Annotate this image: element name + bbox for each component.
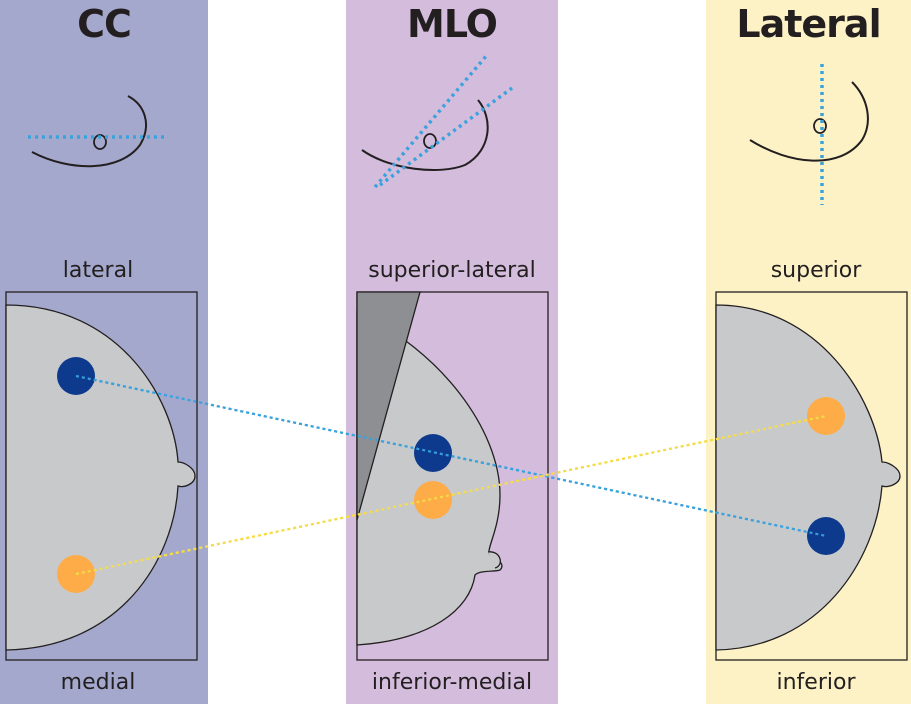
mlo-nipple-icon: [423, 133, 437, 149]
lateral-breast-pictogram: [749, 64, 869, 205]
cc-mammogram: [5, 291, 198, 661]
mlo-pectoral-muscle: [356, 291, 421, 521]
mlo-top-label: superior-lateral: [368, 258, 536, 283]
lateral-title: Lateral: [736, 2, 881, 46]
cc-breast-pictogram: [28, 95, 165, 168]
cc-title: CC: [77, 2, 132, 46]
mlo-blue-lesion-marker: [414, 434, 452, 472]
lateral-blue-lesion-marker: [807, 517, 845, 555]
blue-line-overlay: [75, 374, 827, 538]
mlo-breast-pictogram: [361, 53, 514, 189]
lateral-top-label: superior: [770, 258, 862, 283]
cc-bottom-label: medial: [60, 670, 136, 695]
lateral-breast-outline-icon: [749, 81, 869, 162]
mlo-projection-line-1: [373, 53, 489, 189]
mlo-nipple: [487, 551, 501, 569]
cc-top-label: lateral: [62, 258, 134, 283]
mlo-title: MLO: [407, 2, 498, 46]
yellow-line-overlay: [75, 414, 827, 576]
cc-breast-silhouette: [5, 304, 196, 651]
mlo-mammogram: [356, 291, 549, 661]
lateral-mammogram: [715, 291, 908, 661]
lateral-orange-lesion-marker: [807, 397, 845, 435]
lateral-bottom-label: inferior: [776, 670, 856, 695]
lateral-breast-silhouette: [715, 304, 901, 651]
mlo-orange-lesion-marker: [414, 481, 452, 519]
lateral-nipple-icon: [813, 118, 827, 134]
cc-nipple-icon: [93, 134, 107, 150]
cc-breast-outline-icon: [31, 95, 147, 168]
mlo-breast-outline-icon: [361, 99, 489, 171]
mlo-bottom-label: inferior-medial: [371, 670, 533, 695]
